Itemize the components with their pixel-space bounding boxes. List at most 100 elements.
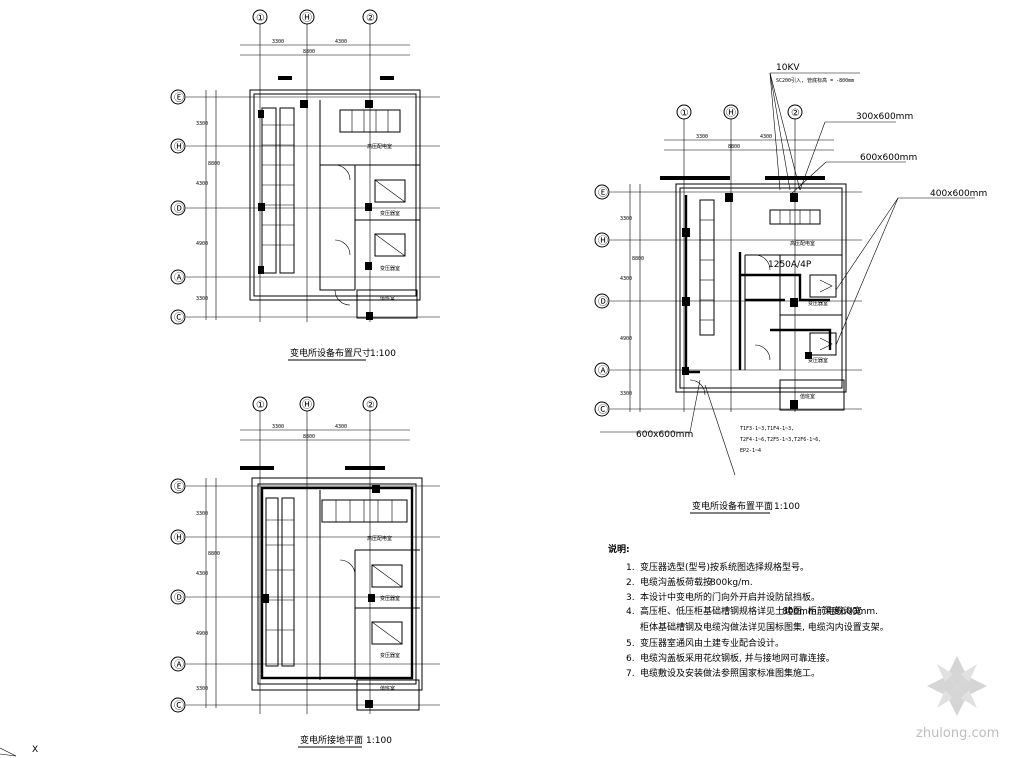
breaker-label: 1250A/4P (768, 260, 812, 270)
svg-text:Ⓐ: Ⓐ (174, 659, 184, 671)
svg-text:800kg/m.: 800kg/m. (710, 578, 753, 588)
svg-text:②: ② (791, 108, 800, 119)
note-item: 2. 电缆沟盖板荷载按 800kg/m. (626, 576, 753, 588)
svg-text:电缆沟盖板荷载按: 电缆沟盖板荷载按 (640, 576, 712, 588)
svg-text:3300: 3300 (696, 134, 708, 140)
annotation-trench-400: 400x600mm (835, 189, 987, 346)
axis-label: ① (256, 13, 265, 24)
svg-text:Ⓒ: Ⓒ (174, 700, 184, 712)
annotation-trench-bottom: 600x600mm (600, 379, 701, 440)
svg-text:4900: 4900 (196, 241, 208, 247)
note-item: 7. 电缆敷设及安装做法参照国家标准图集施工。 (626, 667, 820, 679)
svg-text:4300: 4300 (620, 276, 632, 282)
note-item: 4. 高压柜、低压柜基础槽钢规格详见土建图, 柜前电缆沟宽 800mm, 深度6… (626, 605, 878, 617)
plan-scale: 1:100 (370, 349, 396, 359)
transformer-1 (368, 564, 403, 602)
axis-bubble-col-1: ① (676, 104, 692, 412)
svg-text:①: ① (680, 108, 689, 119)
axis-bubble-row-h: Ⓗ (170, 138, 440, 154)
annotation-circuits: T1F3-1~3,T1F4-1~3, T2F4-1~6,T2F5-1~3,T2F… (704, 384, 821, 476)
svg-text:4300: 4300 (196, 571, 208, 577)
room-label: 变压器室 (808, 300, 828, 307)
transformer-2 (365, 233, 406, 270)
axis-label: Ⓐ (174, 272, 184, 284)
axis-bubble-row-e: Ⓔ (594, 184, 862, 200)
notes-heading: 说明: (608, 543, 630, 555)
svg-text:3300: 3300 (196, 296, 208, 302)
annotation-trench-600: 600x600mm (789, 153, 917, 196)
axis-bubble-row-d: Ⓓ (170, 200, 440, 216)
plan-scale: 1:100 (366, 736, 392, 746)
switchgear-row (682, 199, 715, 375)
axis-bubble-row-c: Ⓒ (170, 697, 440, 713)
axis-bubble-row-a: Ⓐ (594, 362, 862, 378)
svg-text:7.: 7. (626, 669, 635, 679)
svg-text:3300: 3300 (196, 511, 208, 517)
transformer-2 (809, 332, 837, 356)
svg-text:Ⓓ: Ⓓ (598, 296, 608, 308)
room-label: 值班室 (380, 685, 395, 692)
svg-text:800mm, 深度600mm.: 800mm, 深度600mm. (782, 605, 878, 617)
plan-equipment: ① Ⓗ ② 3300 8800 4300 Ⓔ Ⓗ (594, 63, 987, 514)
svg-text:4900: 4900 (620, 336, 632, 342)
note-item: 6. 电缆沟盖板采用花纹钢板, 并与接地网可靠连接。 (626, 652, 835, 664)
plan-title: 变电所接地平面 (300, 734, 363, 746)
building-outline (249, 89, 421, 301)
svg-text:3300: 3300 (272, 424, 284, 430)
note-item: 1. 变压器选型(型号)按系统图选择规格型号。 (626, 561, 809, 573)
axis-label: ② (366, 13, 375, 24)
svg-text:Ⓐ: Ⓐ (598, 365, 608, 377)
svg-text:Ⓓ: Ⓓ (174, 592, 184, 604)
svg-text:8800: 8800 (208, 551, 220, 557)
hv-cabinets (769, 209, 821, 409)
svg-text:Ⓗ: Ⓗ (726, 107, 736, 119)
svg-text:8800: 8800 (303, 49, 315, 55)
dimension-line-left: 3300 8800 4300 4900 3300 (196, 478, 220, 708)
axis-bubble-col-2: ② (362, 9, 378, 322)
transformer-1 (365, 179, 406, 211)
svg-text:Ⓔ: Ⓔ (598, 187, 608, 199)
svg-text:3.: 3. (626, 593, 635, 603)
room-label: 高压配电室 (367, 535, 392, 542)
svg-text:3300: 3300 (620, 391, 632, 397)
axis-bubble-row-e: Ⓔ (170, 478, 440, 494)
svg-text:Ⓔ: Ⓔ (174, 481, 184, 493)
svg-text:10KV: 10KV (776, 63, 800, 73)
axis-bubble-col-h: Ⓗ (299, 396, 315, 714)
switchgear-row (262, 497, 295, 667)
axis-bubble-row-e: Ⓔ (170, 89, 440, 105)
svg-text:3300: 3300 (620, 216, 632, 222)
ucs-icon: X (0, 745, 38, 757)
svg-text:8800: 8800 (303, 434, 315, 440)
svg-text:②: ② (366, 400, 375, 411)
svg-text:变压器选型(型号)按系统图选择规格型号。: 变压器选型(型号)按系统图选择规格型号。 (640, 561, 809, 573)
axis-bubble-row-c: Ⓒ (170, 309, 440, 325)
svg-text:8800: 8800 (728, 144, 740, 150)
room-label: 变压器室 (380, 265, 400, 272)
dimension-line-top: 3300 8800 4300 (664, 134, 834, 151)
svg-text:3300: 3300 (196, 686, 208, 692)
svg-text:SC200引入, 管底标高 = -800mm: SC200引入, 管底标高 = -800mm (776, 77, 854, 84)
room-label: 变压器室 (380, 595, 400, 602)
watermark-logo: zhulong.com (916, 656, 999, 741)
svg-text:本设计中变电所的门向外开启并设防鼠挡板。: 本设计中变电所的门向外开启并设防鼠挡板。 (640, 591, 820, 603)
svg-text:300x600mm: 300x600mm (856, 112, 913, 122)
watermark-text: zhulong.com (916, 726, 999, 741)
svg-text:电缆敷设及安装做法参照国家标准图集施工。: 电缆敷设及安装做法参照国家标准图集施工。 (640, 667, 820, 679)
note-item: 5. 变压器室通风由土建专业配合设计。 (626, 637, 784, 649)
transformer-1 (809, 274, 837, 298)
axis-bubble-row-a: Ⓐ (170, 269, 440, 285)
design-notes: 说明: 1. 变压器选型(型号)按系统图选择规格型号。 2. 电缆沟盖板荷载按 … (608, 543, 889, 679)
plan-grounding: ① Ⓗ ② 3300 8800 4300 Ⓔ Ⓗ (170, 396, 440, 748)
note-item: 3. 本设计中变电所的门向外开启并设防鼠挡板。 (626, 591, 820, 603)
svg-text:变压器室通风由土建专业配合设计。: 变压器室通风由土建专业配合设计。 (640, 637, 784, 649)
svg-text:600x600mm: 600x600mm (860, 153, 917, 163)
svg-text:T1F3-1~3,T1F4-1~3,: T1F3-1~3,T1F4-1~3, (740, 426, 794, 432)
hv-cabinets (278, 76, 401, 133)
plan-title: 变电所设备布置尺寸 (290, 347, 371, 359)
axis-bubble-col-1: ① (252, 396, 268, 714)
axis-bubble-col-h: Ⓗ (299, 9, 315, 322)
svg-text:3300: 3300 (272, 39, 284, 45)
axis-bubble-col-2: ② (362, 396, 378, 714)
room-label: 变压器室 (380, 652, 400, 659)
